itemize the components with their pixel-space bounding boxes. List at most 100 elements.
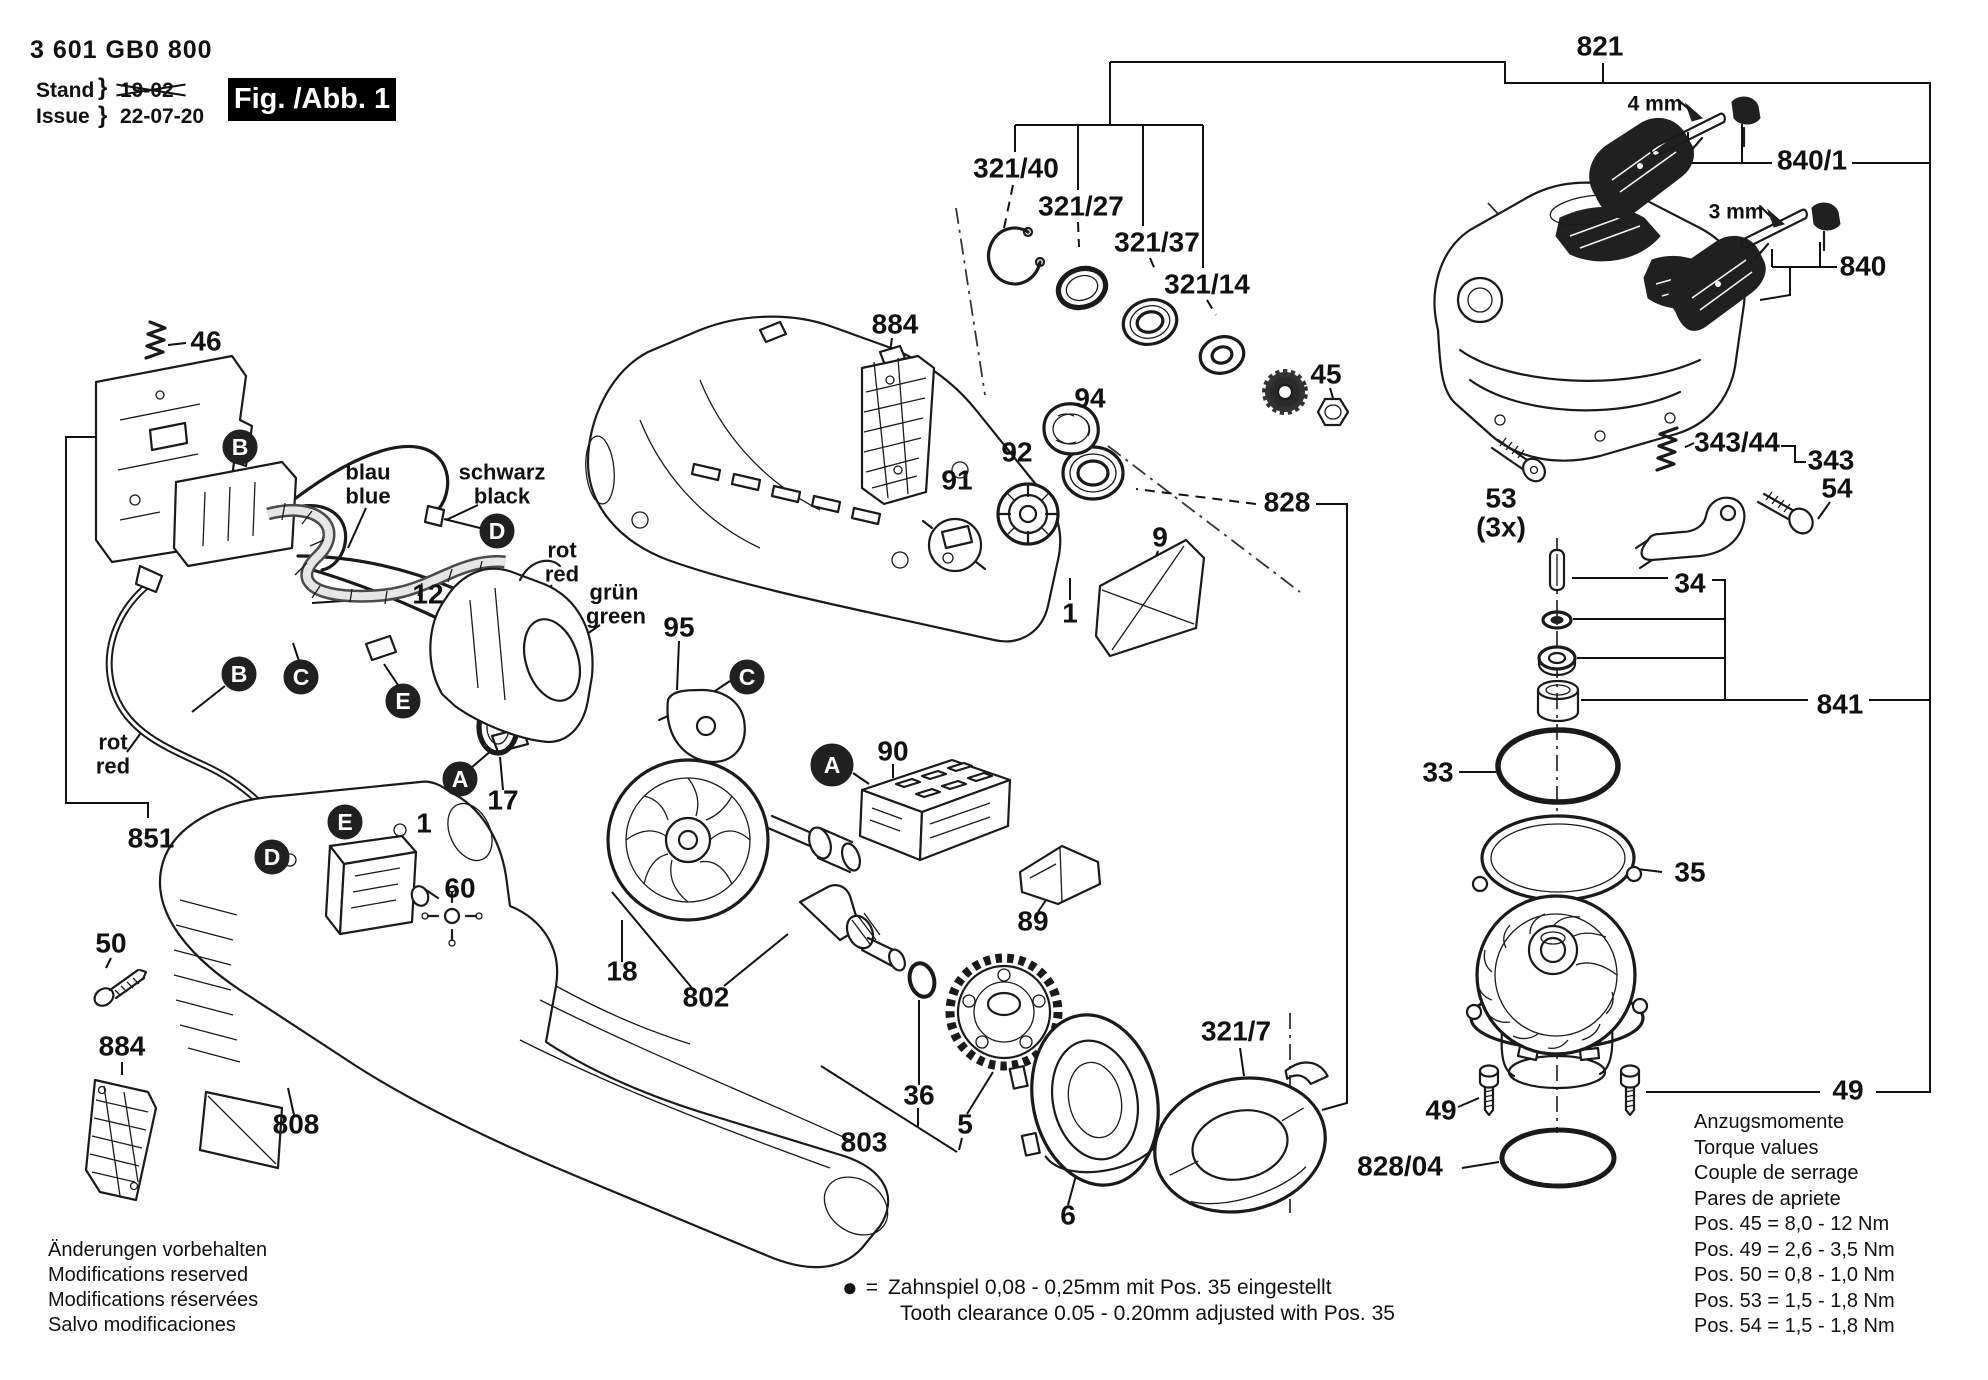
- label-3mm: 3 mm: [1709, 201, 1764, 224]
- oring-33: [1495, 727, 1621, 805]
- label-54: 54: [1821, 473, 1853, 504]
- callout-E: E: [337, 809, 352, 835]
- issue-label: Issue: [36, 105, 90, 128]
- tooth-clearance-note: ● = Zahnspiel 0,08 - 0,25mm mit Pos. 35 ei…: [842, 1272, 1332, 1303]
- wire-black: [294, 444, 450, 528]
- pinion-gear: [1262, 369, 1308, 415]
- callout-A: A: [824, 752, 841, 778]
- label-red-left: red: [96, 754, 130, 779]
- label-343-44: 343/44: [1694, 427, 1780, 458]
- label-94: 94: [1074, 383, 1106, 414]
- label-828: 828: [1264, 487, 1311, 518]
- wire-colour-labels: blau blue schwarz black rot red grün gre…: [96, 460, 646, 779]
- label-60: 60: [444, 873, 475, 904]
- label-rot-right: rot: [547, 538, 577, 563]
- brush-plate-91: [921, 517, 987, 573]
- label-884-bottom: 884: [99, 1031, 146, 1062]
- label-321-27: 321/27: [1038, 191, 1124, 222]
- label-17: 17: [487, 785, 518, 816]
- label-95: 95: [663, 612, 694, 643]
- label-blau: blau: [345, 460, 390, 485]
- torque-row: Pos. 49 = 2,6 - 3,5 Nm: [1694, 1238, 1895, 1261]
- callout-B: B: [232, 434, 249, 460]
- torque-row: Pos. 45 = 8,0 - 12 Nm: [1694, 1213, 1890, 1235]
- bushing-841: [1536, 679, 1580, 723]
- callout-C: C: [739, 664, 756, 690]
- armature-fan: [606, 758, 862, 922]
- label-rot-left: rot: [98, 730, 128, 755]
- label-4mm: 4 mm: [1628, 93, 1683, 116]
- label-46: 46: [190, 326, 221, 357]
- screw-49-right: [1619, 1064, 1641, 1117]
- brace-glyphs: } }: [98, 74, 108, 129]
- callout-D: D: [489, 518, 506, 544]
- note-equals: =: [865, 1276, 878, 1299]
- footer-line-es: Salvo modificaciones: [48, 1314, 236, 1336]
- label-840: 840: [1840, 251, 1887, 282]
- nut-45: [1316, 397, 1350, 427]
- label-12: 12: [412, 579, 443, 610]
- label-1-left: 1: [416, 808, 432, 839]
- housing-shell-right: [585, 315, 1062, 643]
- label-schwarz: schwarz: [459, 460, 546, 485]
- lever-343: [1634, 496, 1746, 570]
- label-black: black: [474, 484, 531, 509]
- torque-row: Pos. 50 = 0,8 - 1,0 Nm: [1694, 1264, 1895, 1286]
- label-841: 841: [1817, 689, 1864, 720]
- label-828-04: 828/04: [1357, 1151, 1443, 1182]
- label-321-40: 321/40: [973, 153, 1059, 184]
- label-89: 89: [1017, 906, 1048, 937]
- callout-D: D: [264, 844, 281, 870]
- label-803: 803: [841, 1127, 888, 1158]
- torque-title-de: Anzugsmomente: [1694, 1111, 1845, 1133]
- switch-60: [324, 834, 483, 947]
- label-34: 34: [1674, 568, 1706, 599]
- stand-issue-labels: Stand Issue: [36, 78, 94, 130]
- screw-53: [1490, 437, 1546, 483]
- label-gruen: grün: [590, 580, 639, 605]
- torque-table: Anzugsmomente Torque values Couple de se…: [1694, 1110, 1895, 1340]
- small-washer: [1541, 610, 1573, 630]
- spring-343-44: [1655, 426, 1679, 472]
- figure-title-box: Fig. /Abb. 1: [228, 78, 396, 121]
- oring-321-27: [1055, 265, 1109, 311]
- label-5: 5: [957, 1109, 973, 1140]
- spring-46: [144, 320, 167, 360]
- torque-row: Pos. 54 = 1,5 - 1,8 Nm: [1694, 1315, 1895, 1337]
- part-number-labels: 321/40 321/27 321/37 321/14 884 94 92 91…: [95, 31, 1886, 1231]
- torque-title-fr: Couple de serrage: [1694, 1162, 1859, 1184]
- nameplate-9: [1094, 538, 1206, 658]
- ring-gear-5: [945, 953, 1063, 1071]
- callout-E: E: [395, 688, 410, 714]
- revision-dates: 19-02 22-07-20: [116, 78, 204, 130]
- screw-54: [1756, 491, 1814, 535]
- label-blue: blue: [345, 484, 390, 509]
- label-18: 18: [606, 956, 637, 987]
- note-line1: Zahnspiel 0,08 - 0,25mm mit Pos. 35 eing…: [887, 1276, 1332, 1299]
- vent-grille-right-884: [860, 354, 936, 506]
- bearing-armature: [1061, 445, 1125, 501]
- label-808: 808: [273, 1109, 320, 1140]
- label-1-right: 1: [1062, 598, 1078, 629]
- note-bullet: ●: [842, 1272, 858, 1302]
- label-49-right: 49: [1832, 1075, 1863, 1106]
- label-53: 53: [1485, 483, 1516, 514]
- label-321-14: 321/14: [1164, 269, 1250, 300]
- label-840-1: 840/1: [1777, 145, 1847, 176]
- label-45: 45: [1310, 359, 1341, 390]
- torque-row: Pos. 53 = 1,5 - 1,8 Nm: [1694, 1289, 1895, 1312]
- label-9: 9: [1152, 522, 1168, 553]
- gear-head-housing-821: [1433, 181, 1746, 462]
- spindle-803: [798, 884, 906, 972]
- callout-circles: B D B C E A C A D E: [221, 429, 854, 875]
- label-53-qty: (3x): [1476, 512, 1526, 543]
- clamp-lever-840: [1668, 235, 1766, 331]
- nameplate-808: [198, 1090, 284, 1170]
- screw-49-left: [1478, 1064, 1500, 1117]
- brake-cover-6: [1008, 1013, 1165, 1187]
- wire-blue: [290, 504, 348, 572]
- torque-title-en: Torque values: [1694, 1136, 1819, 1159]
- label-802: 802: [683, 982, 730, 1013]
